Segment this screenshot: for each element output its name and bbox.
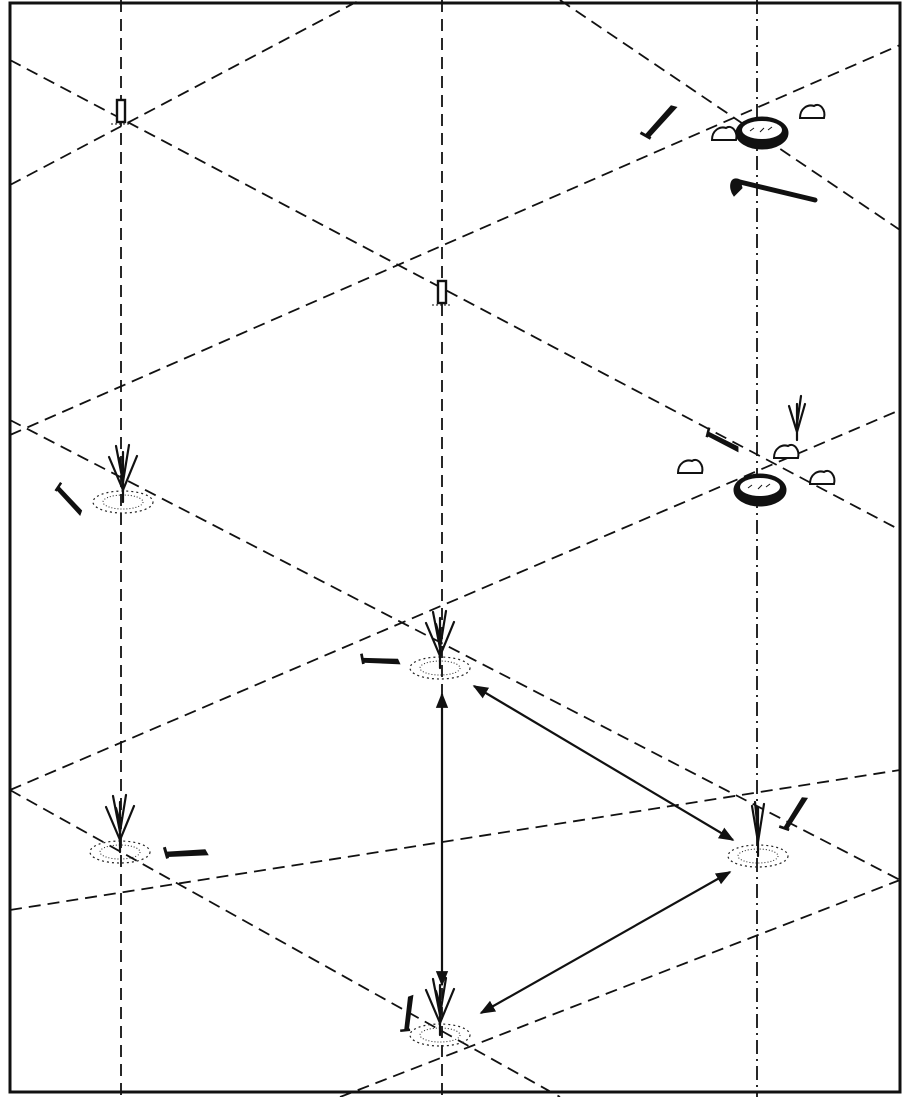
soil-clod-icon bbox=[774, 445, 798, 458]
guide-line-rising bbox=[340, 880, 900, 1097]
soil-clod-icon bbox=[678, 460, 702, 473]
planted-seedling-bottom-center bbox=[394, 978, 470, 1046]
soil-clod-icon bbox=[810, 471, 834, 484]
guide-line-falling bbox=[10, 790, 560, 1097]
figure-border bbox=[10, 3, 900, 1092]
double-headed-arrow-icon bbox=[481, 872, 730, 1013]
planted-seedling-left-lower bbox=[90, 795, 209, 868]
soil-clod-icon bbox=[712, 127, 736, 140]
guide-line-rising bbox=[10, 770, 900, 910]
knife-icon bbox=[394, 994, 424, 1034]
spacing-arrows bbox=[442, 686, 733, 1013]
knife-icon bbox=[358, 647, 401, 676]
planting-hole-icon bbox=[734, 474, 786, 506]
guide-line-rising bbox=[10, 0, 360, 185]
seedling-icon bbox=[789, 396, 805, 440]
planted-seedling-right-lower bbox=[728, 795, 815, 867]
knife-icon bbox=[775, 795, 816, 833]
stake-icon bbox=[111, 100, 131, 124]
planted-seedling-center bbox=[358, 611, 470, 679]
planted-seedling-left-middle bbox=[53, 445, 153, 520]
rising-diagonal-guides bbox=[10, 0, 900, 1097]
knife-icon bbox=[53, 480, 83, 520]
knife-icon bbox=[636, 104, 683, 142]
seedling-icon bbox=[752, 802, 764, 856]
guide-line-rising bbox=[10, 45, 900, 435]
guide-line-rising bbox=[10, 410, 900, 790]
seedling-icon bbox=[426, 978, 454, 1035]
seedling-icon bbox=[426, 611, 454, 668]
vertical-guide-lines bbox=[121, 0, 757, 1097]
knife-icon bbox=[703, 423, 740, 460]
planting-hole-top-group bbox=[636, 104, 824, 200]
knife-icon bbox=[162, 839, 209, 868]
hoe-icon bbox=[731, 179, 815, 200]
planting-hole-icon bbox=[736, 117, 788, 149]
seedling-icon bbox=[106, 795, 134, 852]
soil-clod-icon bbox=[800, 105, 824, 118]
guide-line-falling bbox=[560, 0, 900, 230]
